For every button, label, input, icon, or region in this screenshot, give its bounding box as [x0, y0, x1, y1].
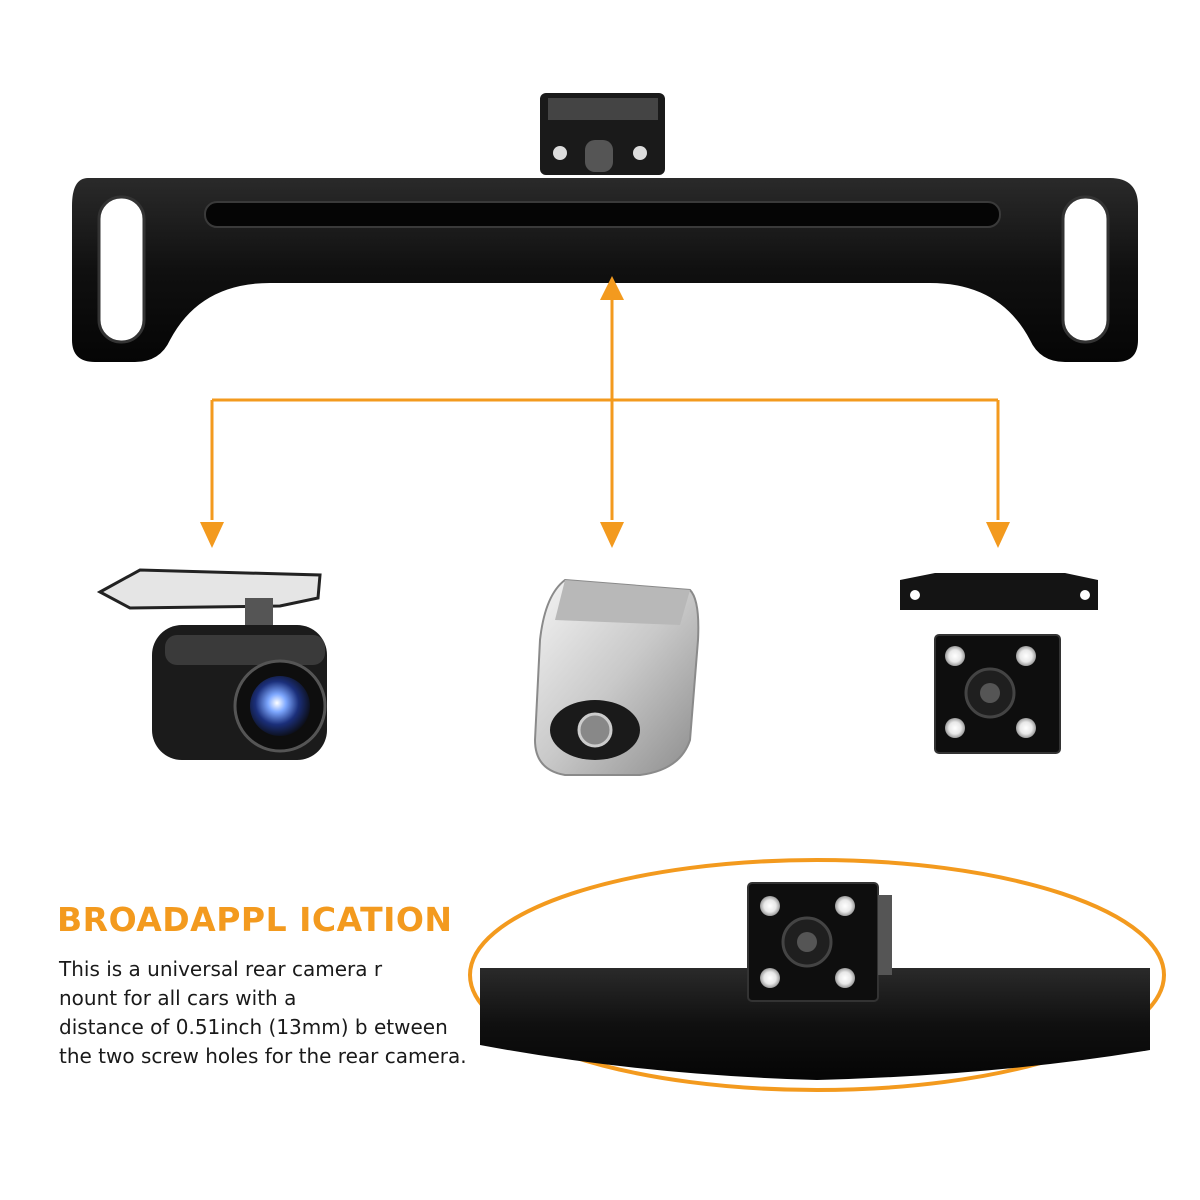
- headline: BROADAPPL ICATION: [57, 900, 453, 939]
- arrow-heads: [200, 276, 1010, 548]
- mounted-camera-closeup: [468, 858, 1166, 1092]
- connector-arrows: [210, 290, 1000, 520]
- description-line: the two screw holes for the rear camera.: [59, 1044, 467, 1068]
- description: This is a universal rear camera r nount …: [59, 955, 529, 1071]
- license-plate-bracket: [72, 93, 1138, 362]
- description-line: This is a universal rear camera r: [59, 957, 383, 981]
- led-square-camera: [900, 573, 1098, 754]
- description-line: nount for all cars with a: [59, 986, 297, 1010]
- silver-camera: [533, 578, 700, 776]
- fisheye-camera: [96, 568, 327, 760]
- description-line: distance of 0.51inch (13mm) b etween: [59, 1015, 448, 1039]
